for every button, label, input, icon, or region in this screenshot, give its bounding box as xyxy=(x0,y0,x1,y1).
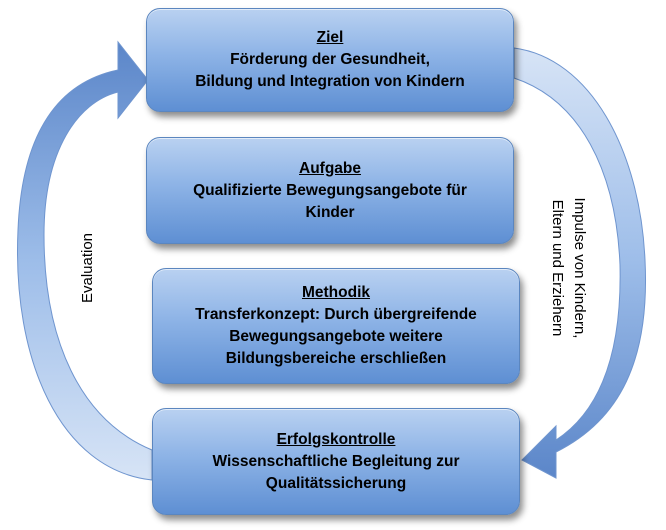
box-ziel-title: Ziel xyxy=(316,29,344,46)
impulse-arrow xyxy=(513,47,647,479)
evaluation-arrow xyxy=(17,40,153,481)
box-aufgabe-title: Aufgabe xyxy=(299,159,361,177)
box-erfolgskontrolle-title: Erfolgskontrolle xyxy=(276,430,396,448)
box-erfolgskontrolle: Erfolgskontrolle Wissenschaftliche Begle… xyxy=(152,408,520,515)
box-erfolgskontrolle-line-2: Qualitätssicherung xyxy=(265,474,407,492)
box-methodik-title: Methodik xyxy=(301,284,371,301)
box-aufgabe-line-1: Qualifizierte Bewegungsangebote für xyxy=(193,181,467,199)
box-methodik-line-2: Bewegungsangebote weitere xyxy=(229,328,443,345)
box-ziel: Ziel Förderung der Gesundheit, Bildung u… xyxy=(146,8,514,112)
impulse-label-line-2: Eltern und Erziehern xyxy=(549,199,566,337)
box-erfolgskontrolle-line-1: Wissenschaftliche Begleitung zur xyxy=(212,452,460,470)
box-ziel-line-2: Bildung und Integration von Kindern xyxy=(195,73,465,90)
box-aufgabe-line-2: Kinder xyxy=(305,203,355,221)
box-methodik-line-3: Bildungsbereiche erschließen xyxy=(225,350,447,367)
box-methodik: Methodik Transferkonzept: Durch übergrei… xyxy=(152,268,520,384)
box-methodik-line-1: Transferkonzept: Durch übergreifende xyxy=(195,306,477,323)
box-ziel-line-1: Förderung der Gesundheit, xyxy=(230,51,430,68)
box-aufgabe: Aufgabe Qualifizierte Bewegungsangebote … xyxy=(146,137,514,244)
impulse-label-line-1: Impulse von Kindern, xyxy=(571,197,588,339)
evaluation-label: Evaluation xyxy=(79,232,96,304)
impulse-label: Impulse von Kindern, Eltern und Erzieher… xyxy=(546,198,590,339)
